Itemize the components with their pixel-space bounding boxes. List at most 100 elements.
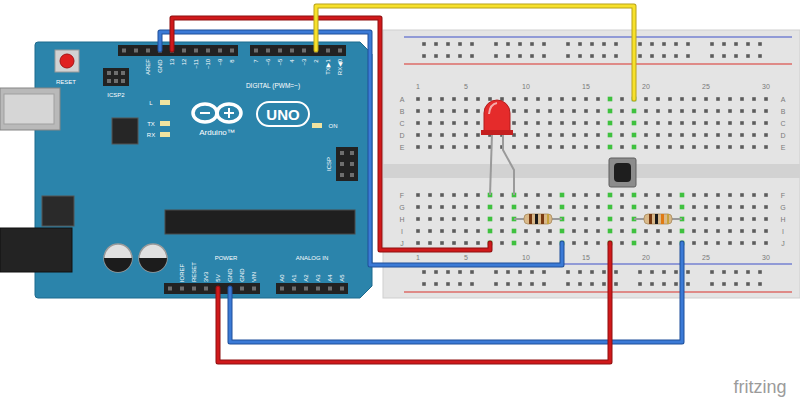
breadboard-hole <box>632 193 636 197</box>
column-number: 15 <box>581 254 591 261</box>
breadboard-hole <box>650 42 654 46</box>
header-pin <box>290 49 294 53</box>
row-letter: B <box>780 108 787 115</box>
breadboard-hole <box>440 121 444 125</box>
breadboard-hole <box>428 121 432 125</box>
breadboard-hole <box>764 193 768 197</box>
breadboard-hole <box>578 270 582 274</box>
breadboard-hole <box>764 121 768 125</box>
breadboard-hole <box>428 193 432 197</box>
breadboard-hole <box>548 205 552 209</box>
column-number: 25 <box>701 83 711 90</box>
breadboard-hole <box>644 241 648 245</box>
pin-label: ~10 <box>205 59 211 69</box>
connected-hole <box>680 193 685 198</box>
pin-label: RESET <box>191 262 197 282</box>
breadboard-hole <box>668 205 672 209</box>
header-pin <box>182 49 186 53</box>
breadboard-hole <box>722 282 726 286</box>
breadboard-hole <box>608 229 612 233</box>
breadboard-hole <box>572 109 576 113</box>
pin-header <box>118 45 238 56</box>
pin-label: 5V <box>215 275 221 282</box>
breadboard-hole <box>548 241 552 245</box>
row-letter: I <box>781 228 785 235</box>
arduino-board <box>0 42 372 298</box>
header-pin <box>338 49 342 53</box>
breadboard-hole <box>596 193 600 197</box>
breadboard-hole <box>716 97 720 101</box>
breadboard-hole <box>608 217 612 221</box>
breadboard-hole <box>572 145 576 149</box>
breadboard-hole <box>476 145 480 149</box>
signal-wire <box>172 18 490 250</box>
connected-holes <box>488 97 685 246</box>
breadboard-hole <box>494 54 498 58</box>
pin-label: IOREF <box>179 264 185 282</box>
breadboard-hole <box>428 241 432 245</box>
led-label: ON <box>329 123 338 129</box>
breadboard-hole <box>464 241 468 245</box>
breadboard-hole <box>548 229 552 233</box>
breadboard-hole <box>608 133 612 137</box>
breadboard-hole <box>506 282 510 286</box>
breadboard-hole <box>590 282 594 286</box>
breadboard-hole <box>740 205 744 209</box>
breadboard-hole <box>452 133 456 137</box>
breadboard-hole <box>452 241 456 245</box>
column-number: 5 <box>463 254 469 261</box>
breadboard-hole <box>740 145 744 149</box>
breadboard-hole <box>422 282 426 286</box>
header-pin <box>350 162 354 166</box>
breadboard-hole <box>560 133 564 137</box>
arduino-logo <box>200 112 210 114</box>
board-outline <box>35 42 372 298</box>
breadboard-hole <box>668 229 672 233</box>
breadboard-hole <box>740 241 744 245</box>
breadboard-hole <box>716 193 720 197</box>
breadboard-hole <box>572 205 576 209</box>
breadboard-hole <box>446 42 450 46</box>
breadboard-hole <box>488 229 492 233</box>
led-symbol <box>481 130 513 135</box>
row-letter: C <box>398 120 405 127</box>
breadboard-hole <box>428 109 432 113</box>
breadboard-hole <box>764 97 768 101</box>
breadboard-hole <box>740 133 744 137</box>
breadboard-hole <box>692 109 696 113</box>
row-letter: A <box>399 96 406 103</box>
pin-header <box>276 283 348 294</box>
breadboard-hole <box>734 42 738 46</box>
breadboard-hole <box>536 97 540 101</box>
breadboard-hole <box>578 54 582 58</box>
breadboard-hole <box>764 133 768 137</box>
breadboard-hole <box>458 54 462 58</box>
breadboard-hole <box>764 217 768 221</box>
breadboard-hole <box>542 282 546 286</box>
breadboard-hole <box>416 205 420 209</box>
breadboard-hole <box>494 270 498 274</box>
breadboard-hole <box>494 282 498 286</box>
breadboard-hole <box>662 282 666 286</box>
pin-label: 7 <box>253 59 259 62</box>
pushbutton-symbol <box>609 158 636 187</box>
header-pin <box>107 71 111 75</box>
breadboard-hole <box>668 121 672 125</box>
breadboard-hole <box>608 205 612 209</box>
resistor-symbol <box>644 214 672 224</box>
breadboard-hole <box>464 109 468 113</box>
breadboard-hole <box>476 121 480 125</box>
breadboard-hole <box>530 54 534 58</box>
breadboard-trench <box>383 164 800 178</box>
breadboard-hole <box>608 121 612 125</box>
breadboard-hole <box>572 121 576 125</box>
breadboard-hole <box>434 282 438 286</box>
header-pin <box>218 49 222 53</box>
breadboard-hole <box>716 205 720 209</box>
breadboard-hole <box>746 270 750 274</box>
breadboard-hole <box>752 145 756 149</box>
breadboard-hole <box>656 193 660 197</box>
breadboard-hole <box>572 193 576 197</box>
breadboard-hole <box>602 42 606 46</box>
led-symbol <box>484 100 510 132</box>
